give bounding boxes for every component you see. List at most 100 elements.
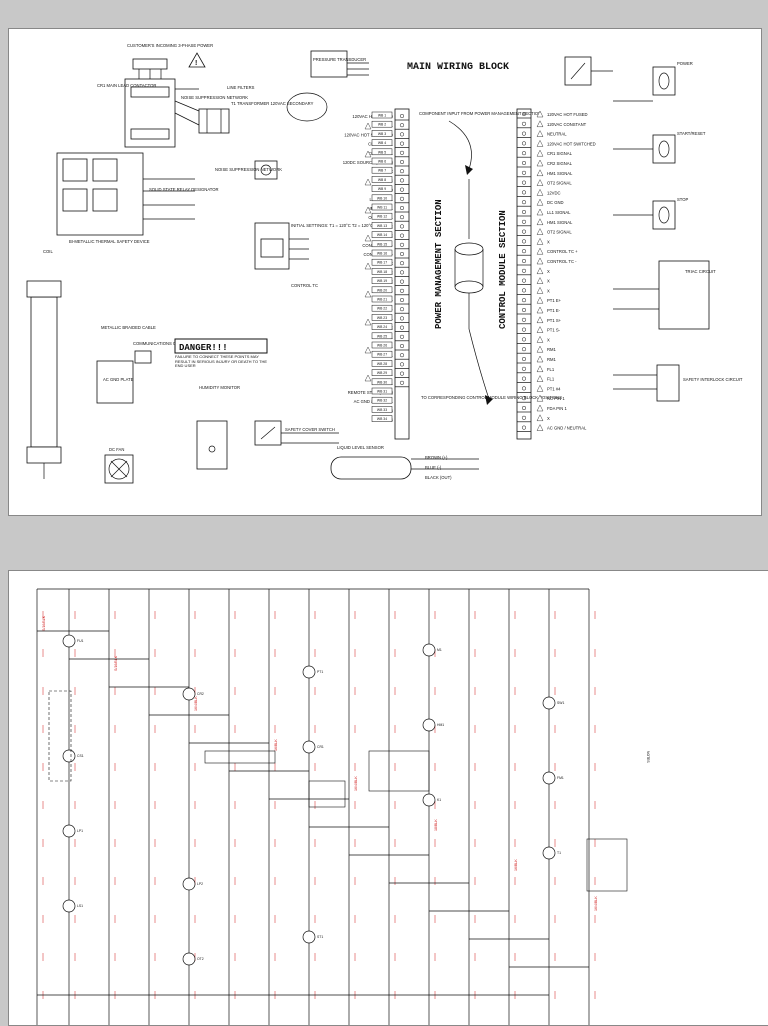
- wire-tag: WB 14: [377, 233, 387, 237]
- wire-tag: WB 7: [378, 169, 386, 173]
- terminal-screw-icon: [521, 249, 527, 254]
- triac-circuit-label: TRIAC CIRCUIT: [685, 269, 716, 274]
- wire-tag: WB 27: [377, 353, 387, 357]
- terminal-screw-icon: [399, 297, 405, 303]
- control-terminal-label: FL1: [547, 377, 555, 382]
- wire-tag-box: [371, 277, 393, 284]
- component-label: OT2: [197, 957, 204, 961]
- comm-plate-label: COMMUNICATIONS GND PLATE: [133, 341, 197, 346]
- to-module-note: TO CORRESPONDING CONTROL MODULE WIRING B…: [421, 395, 562, 400]
- solid-state-relay-block: [56, 152, 144, 236]
- terminal-screw-icon: [399, 242, 405, 247]
- terminal-screw-icon: [521, 200, 527, 205]
- control-terminal-label: DC GND: [547, 200, 564, 205]
- terminal-screw-icon: [521, 229, 527, 234]
- coil-label: COIL: [43, 249, 53, 254]
- triangle-marker-icon: [536, 110, 544, 118]
- triangle-marker-icon: [364, 150, 372, 158]
- wire-tag: WB 33: [377, 408, 387, 412]
- terminal-screw-icon: [399, 307, 405, 312]
- control-terminal-label: 12VDC: [547, 190, 561, 195]
- terminal-screw-icon: [521, 111, 527, 117]
- wire-tag-box: [371, 387, 393, 395]
- terminal-screw-icon: [521, 376, 527, 381]
- terminal-screw-icon: [399, 224, 405, 229]
- wire-tag: WB 22: [377, 307, 387, 311]
- wire-tag-box: [371, 258, 393, 266]
- terminal-screw-icon: [521, 258, 527, 264]
- control-terminal-label: 120VAC HOT FUSED: [547, 112, 588, 117]
- triangle-marker-icon: [536, 375, 544, 382]
- terminal-screw-icon: [399, 353, 405, 358]
- terminal-screw-icon: [521, 317, 527, 322]
- control-terminal-label: FDA PIN 1: [547, 406, 567, 411]
- wire-tag-box: [371, 249, 393, 257]
- component-symbol-icon: [422, 718, 436, 732]
- component-symbol-icon: [302, 930, 316, 944]
- terminal-screw-icon: [399, 233, 405, 238]
- wire-tag-box: [371, 130, 393, 137]
- wire-tag: WB 28: [377, 362, 387, 366]
- wire-tag-box: [371, 341, 393, 349]
- wire-label: 16/4/BLK: [194, 696, 198, 711]
- wire-tag: WB 19: [377, 279, 387, 283]
- wire-tag: WB 17: [377, 261, 387, 265]
- flow-arrow-top-head-icon: [465, 165, 473, 175]
- ot2-module: [254, 222, 290, 270]
- triangle-marker-icon: [536, 169, 544, 177]
- sensor-wire-blue: BLUE (-): [425, 465, 442, 470]
- stop-switch: [652, 200, 676, 230]
- triangle-marker-icon: [536, 198, 544, 206]
- wire-tag: WB 18: [377, 270, 387, 274]
- control-terminal-label: HM1 SIGNAL: [547, 171, 573, 176]
- component-label: T1: [557, 851, 561, 855]
- triangle-marker-icon: [364, 262, 372, 270]
- terminal-screw-icon: [521, 298, 527, 303]
- control-terminal-label: LL1 SIGNAL: [547, 210, 571, 215]
- component-symbol-icon: [542, 846, 556, 860]
- control-terminal-label: X: [547, 337, 550, 342]
- terminal-screw-icon: [399, 123, 405, 128]
- terminal-screw-icon: [399, 113, 405, 119]
- terminal-screw-icon: [399, 251, 405, 257]
- component-symbol-icon: [62, 899, 76, 913]
- terminal-screw-icon: [399, 187, 405, 192]
- triangle-marker-icon: [536, 179, 544, 186]
- control-terminal-label: PT1 E+: [547, 298, 562, 303]
- triangle-marker-icon: [536, 404, 544, 412]
- wire-tag: WB 16: [377, 252, 387, 256]
- component-label: CR1: [317, 745, 324, 749]
- power-section-label: POWER MANAGEMENT SECTION: [434, 199, 444, 329]
- wire-tag-box: [371, 157, 393, 165]
- wire-tag: WB 6: [378, 160, 386, 164]
- terminal-screw-icon: [521, 278, 527, 283]
- wire-tag-box: [371, 268, 393, 275]
- notes-title: NOTES: [646, 751, 650, 763]
- pressure-transducer-label: PRESSURE TRANSDUCER: [313, 57, 366, 62]
- wire-tag: WB 21: [377, 298, 387, 302]
- wire-tag-box: [371, 415, 393, 422]
- control-terminal-label: CONTROL TC +: [547, 249, 578, 254]
- control-terminal-label: NEUTRAL: [547, 132, 567, 137]
- terminal-screw-icon: [399, 196, 405, 201]
- wire-tag-box: [371, 148, 393, 156]
- triangle-marker-icon: [536, 120, 544, 128]
- power-switch-label: POWER: [677, 61, 693, 66]
- wire-tag: WB 26: [377, 344, 387, 348]
- wire-tag: WB 31: [377, 390, 387, 394]
- terminal-screw-icon: [521, 121, 527, 126]
- sensor-wire-brown: BROWN (+): [425, 455, 448, 460]
- control-terminal-label: PT1 E-: [547, 308, 561, 313]
- wire-tag: WB 3: [378, 132, 386, 136]
- terminal-screw-icon: [399, 371, 405, 376]
- main-contactor-label: CR1 MAIN LEAD CONTACTOR: [97, 83, 156, 88]
- wire-tag-box: [371, 222, 393, 229]
- control-terminal-label: X: [547, 279, 550, 284]
- terminal-screw-icon: [521, 219, 527, 224]
- wiring-diagram-top-svg: MAIN WIRING BLOCK CUSTOMER'S INCOMING 3-…: [26, 43, 743, 484]
- terminal-screw-icon: [521, 347, 527, 352]
- triangle-marker-icon: [536, 355, 544, 363]
- wire-tag: WB 8: [378, 178, 386, 182]
- control-terminal-label: PT1 S+: [547, 318, 562, 323]
